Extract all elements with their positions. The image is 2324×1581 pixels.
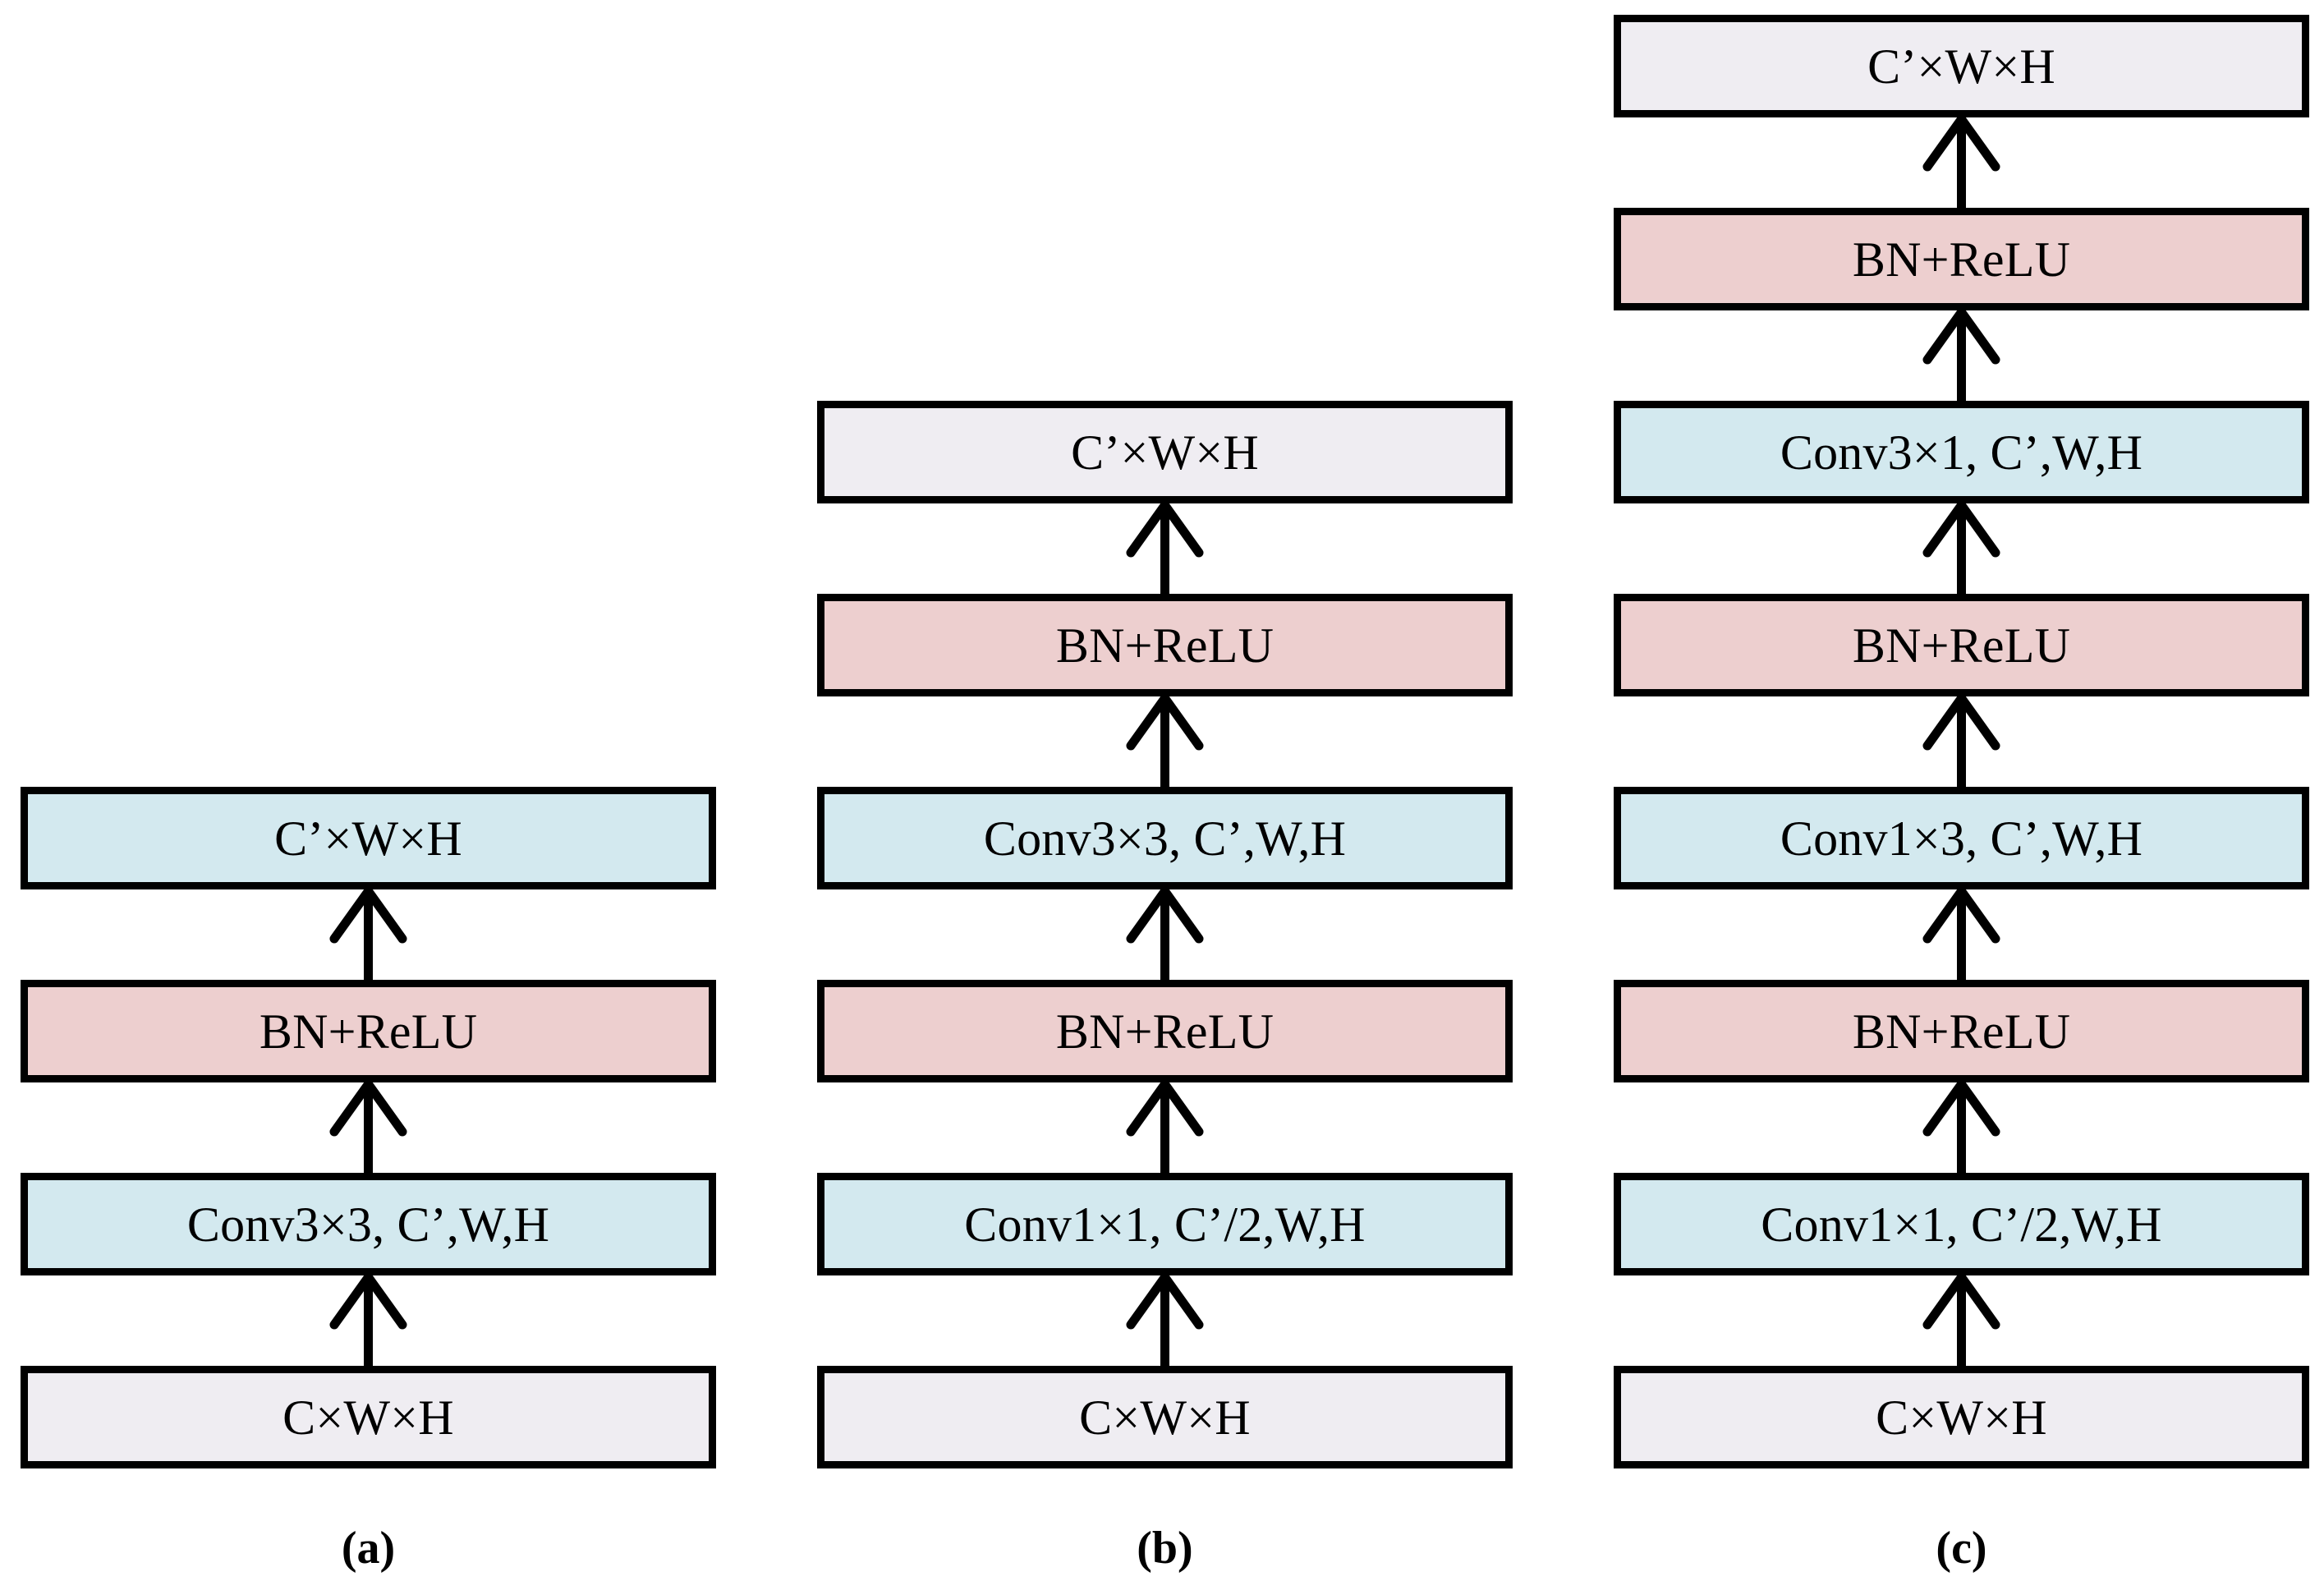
flow-arrow: [1614, 889, 2309, 980]
column-caption-c: (c): [1936, 1523, 1987, 1574]
flow-arrow: [21, 889, 716, 980]
flow-arrow: [1614, 1275, 2309, 1366]
block-conv-b-3: Conv3×3, C’,W,H: [817, 787, 1513, 889]
block-conv-c-5: Conv3×1, C’,W,H: [1614, 401, 2309, 503]
block-norm-b-4: BN+ReLU: [817, 594, 1513, 696]
flow-arrow: [1614, 310, 2309, 401]
block-tensor-a-0: C×W×H: [21, 1366, 716, 1468]
flow-arrow: [817, 696, 1513, 787]
flow-arrow: [21, 1275, 716, 1366]
block-conv-a-1: Conv3×3, C’,W,H: [21, 1173, 716, 1275]
block-tensor-a-3: C’×W×H: [21, 787, 716, 889]
block-norm-c-4: BN+ReLU: [1614, 594, 2309, 696]
block-stack-c: C×W×H Conv1×1, C’/2,W,H BN+ReLU Conv1×3, C’…: [1614, 15, 2309, 1468]
block-tensor-b-0: C×W×H: [817, 1366, 1513, 1468]
block-norm-b-2: BN+ReLU: [817, 980, 1513, 1082]
flow-arrow: [1614, 1082, 2309, 1173]
flow-arrow: [817, 503, 1513, 594]
block-norm-c-6: BN+ReLU: [1614, 208, 2309, 310]
block-norm-c-2: BN+ReLU: [1614, 980, 2309, 1082]
block-conv-b-1: Conv1×1, C’/2,W,H: [817, 1173, 1513, 1275]
flow-arrow: [817, 1275, 1513, 1366]
flow-arrow: [817, 889, 1513, 980]
block-norm-a-2: BN+ReLU: [21, 980, 716, 1082]
block-stack-b: C×W×H Conv1×1, C’/2,W,H BN+ReLU Conv3×3, C’…: [817, 401, 1513, 1468]
flow-arrow: [1614, 117, 2309, 208]
block-conv-c-1: Conv1×1, C’/2,W,H: [1614, 1173, 2309, 1275]
block-conv-c-3: Conv1×3, C’,W,H: [1614, 787, 2309, 889]
block-tensor-c-7: C’×W×H: [1614, 15, 2309, 117]
block-tensor-c-0: C×W×H: [1614, 1366, 2309, 1468]
flow-arrow: [1614, 696, 2309, 787]
block-stack-a: C×W×H Conv3×3, C’,W,H BN+ReLU C’×W×H: [21, 787, 716, 1468]
flow-arrow: [1614, 503, 2309, 594]
flow-arrow: [817, 1082, 1513, 1173]
column-caption-a: (a): [341, 1523, 396, 1574]
flow-arrow: [21, 1082, 716, 1173]
block-tensor-b-5: C’×W×H: [817, 401, 1513, 503]
column-caption-b: (b): [1137, 1523, 1193, 1574]
